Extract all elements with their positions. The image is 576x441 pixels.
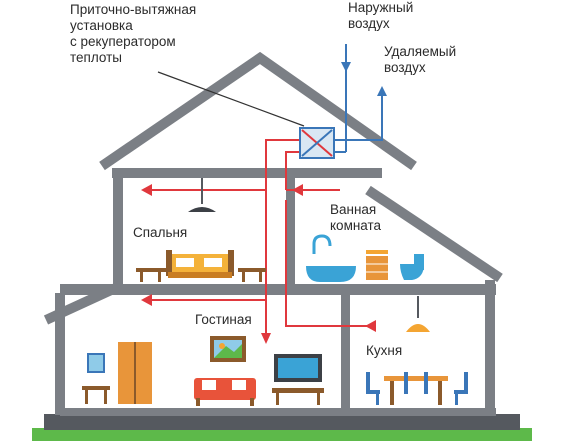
floor-base	[60, 408, 496, 416]
roof	[99, 51, 417, 171]
foundation	[44, 414, 520, 430]
bathroom-furniture	[306, 234, 424, 282]
bedroom-furniture	[136, 178, 266, 282]
interior-wall-upper	[286, 176, 295, 286]
living-supply-arrow	[141, 294, 152, 306]
living-room-label: Гостиная	[195, 312, 252, 327]
down-supply-arrow	[261, 333, 271, 344]
ground	[32, 428, 532, 441]
kitchen-extract-arrow	[365, 320, 376, 332]
unit-pointer	[157, 71, 305, 127]
attic-floor	[112, 168, 382, 178]
exhaust-air-label: Удаляемый воздух	[384, 44, 457, 75]
middle-floor	[60, 284, 496, 295]
interior-wall-lower	[341, 294, 350, 416]
living-room-furniture	[82, 336, 324, 406]
outdoor-air-arrow	[341, 62, 351, 72]
kitchen-furniture	[366, 296, 468, 405]
bedroom-label: Спальня	[133, 225, 188, 240]
exhaust-air-arrow	[377, 86, 387, 96]
bedroom-supply-arrow	[141, 184, 152, 196]
bath-extract-arrow	[292, 184, 303, 196]
outdoor-air-label: Наружный воздух	[348, 0, 414, 31]
right-roof-slope	[365, 185, 503, 283]
unit-label: Приточно-вытяжная установка с рекуперато…	[70, 2, 197, 65]
kitchen-label: Кухня	[366, 343, 403, 358]
house-structure	[43, 51, 503, 415]
bathroom-label: Ванная комната	[330, 202, 382, 233]
recuperator-unit	[299, 127, 335, 159]
